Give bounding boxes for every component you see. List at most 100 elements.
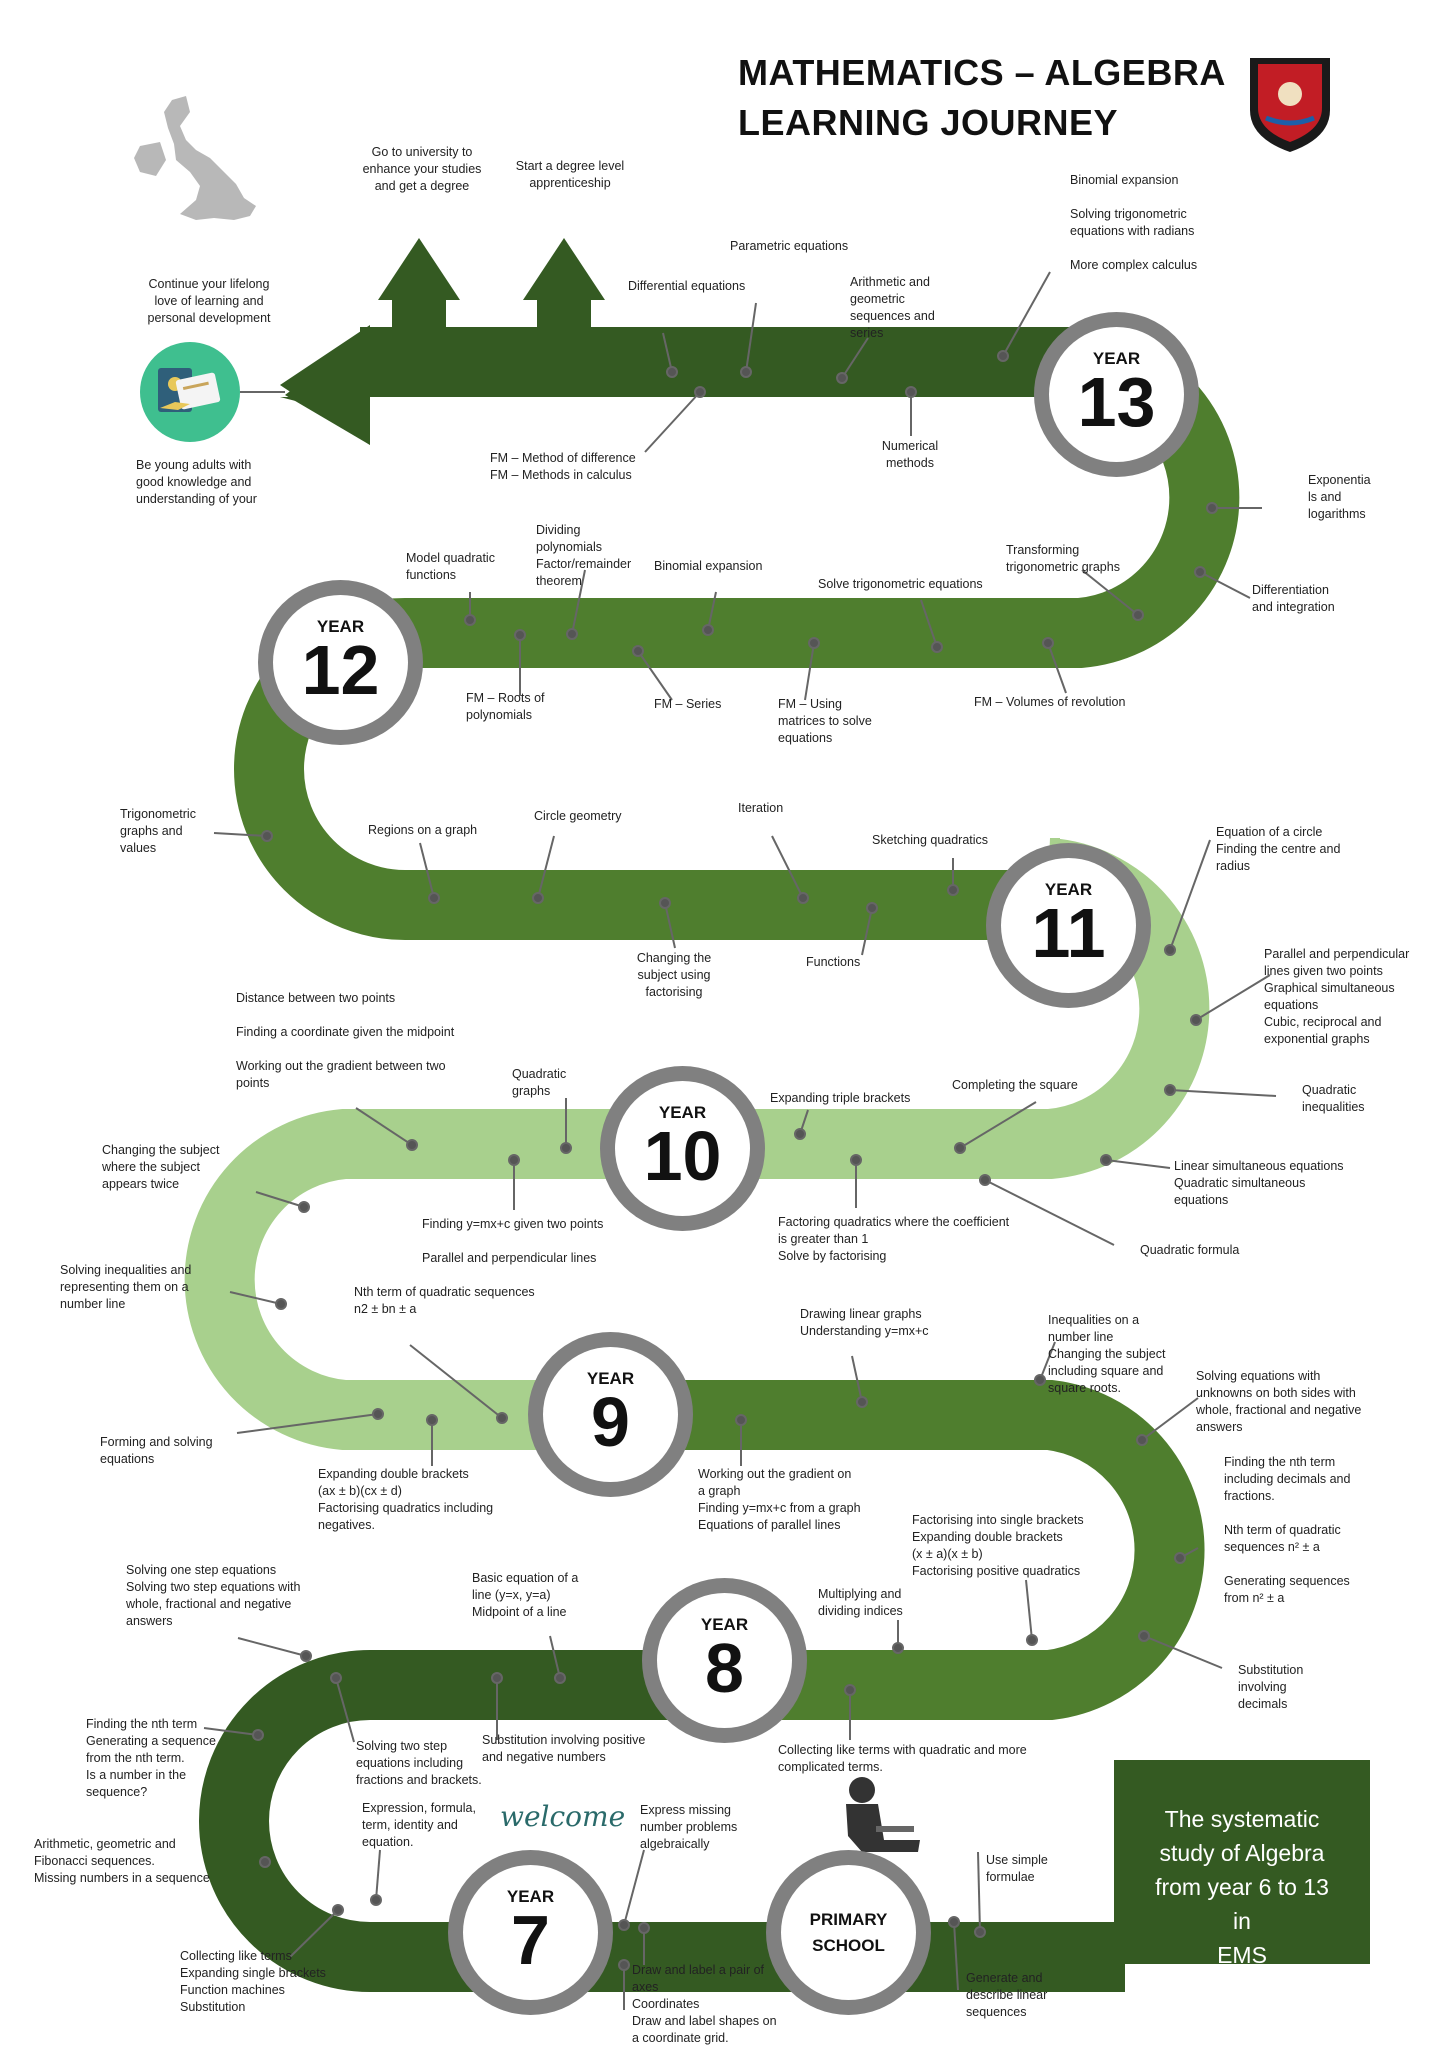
label-y12-binomial: Binomial expansion (654, 559, 763, 573)
summary-line-2: study of Algebra (1159, 1840, 1325, 1866)
label-y11-equation-circle: Equation of a circle Finding the centre … (1216, 825, 1341, 873)
label-y8-substitution-decimals: Substitution involving decimals (1238, 1663, 1304, 1711)
label-y8-two-step: Solving two step equations including fra… (356, 1739, 482, 1787)
label-y8-basic-line: Basic equation of a line (y=x, y=a) Midp… (472, 1571, 579, 1619)
label-y12-fm-matrices: FM – Using matrices to solve equations (778, 697, 872, 745)
label-lifelong: Continue your lifelong love of learning … (147, 277, 271, 325)
label-y13-fm-method: FM – Method of difference FM – Methods i… (490, 451, 636, 482)
student-reading-icon (846, 1777, 920, 1852)
label-young-adults: Be young adults with good knowledge and … (136, 458, 257, 506)
badge-number: 8 (705, 1629, 744, 1707)
arrow-head-left (280, 325, 370, 445)
label-y8-one-step: Solving one step equations Solving two s… (126, 1563, 301, 1628)
road-dark-green (199, 238, 1125, 1992)
welcome-script: welcome (500, 1800, 626, 1833)
badge-label: YEAR (700, 1615, 749, 1634)
leader-lines (203, 271, 1277, 2010)
label-y11-regions: Regions on a graph (368, 823, 478, 837)
label-y10-finding-y: Finding y=mx+c given two points Parallel… (422, 1217, 604, 1265)
badge-label: YEAR (1044, 880, 1093, 899)
label-y10-quadratic-graphs: Quadratic graphs (512, 1067, 567, 1098)
badge-number: 7 (511, 1901, 550, 1979)
label-y10-triple-brackets: Expanding triple brackets (770, 1091, 911, 1105)
label-y11-parallel-perp: Parallel and perpendicular lines given t… (1264, 947, 1410, 1046)
label-y11-changing-subject: Changing the subject using factorising (636, 951, 712, 999)
label-primary-linear-sequences: Generate and describe linear sequences (966, 1971, 1048, 2019)
label-y12-model-quadratic: Model quadratic functions (406, 551, 495, 582)
uk-map-icon (134, 96, 256, 220)
summary-line-5: EMS (1217, 1942, 1267, 1968)
label-y9-nth-decimals: Finding the nth term including decimals … (1224, 1455, 1351, 1605)
label-y11-sketching: Sketching quadratics (872, 833, 989, 847)
label-y13-parametric: Parametric equations (730, 239, 849, 253)
primary-school-badge: PRIMARY SCHOOL (766, 1850, 931, 2015)
label-y9-forming: Forming and solving equations (100, 1435, 213, 1466)
school-crest-icon (1250, 58, 1330, 152)
summary-line-1: The systematic (1164, 1806, 1320, 1832)
badge-label: YEAR (586, 1369, 635, 1388)
label-y9-drawing-linear: Drawing linear graphs Understanding y=mx… (800, 1307, 929, 1338)
badge-label: YEAR (316, 617, 365, 636)
badge-label: YEAR (1092, 349, 1141, 368)
badge-number: 11 (1031, 894, 1106, 972)
badge-number: 9 (591, 1383, 630, 1461)
badge-number: 12 (301, 631, 380, 709)
badge-label: YEAR (658, 1103, 707, 1122)
label-university: Go to university to enhance your studies… (362, 145, 482, 193)
label-y8-nth-term: Finding the nth term Generating a sequen… (86, 1717, 216, 1799)
label-y12-transforming: Transforming trigonometric graphs (1006, 543, 1120, 574)
primary-line-1: PRIMARY (809, 1910, 888, 1929)
label-y13-numerical: Numerical methods (881, 439, 939, 470)
label-y10-subject-twice: Changing the subject where the subject a… (102, 1143, 220, 1191)
title-line-2: LEARNING JOURNEY (738, 102, 1119, 143)
primary-line-2: SCHOOL (812, 1936, 885, 1955)
badge-number: 10 (643, 1117, 722, 1195)
label-y13-differential: Differential equations (628, 279, 746, 293)
label-y7-collecting: Collecting like terms Expanding single b… (180, 1949, 326, 2014)
summary-line-3: from year 6 to 13 (1155, 1874, 1329, 1900)
page-title: MATHEMATICS – ALGEBRA LEARNING JOURNEY (738, 48, 1226, 148)
label-y8-substitution-positive: Substitution involving positive and nega… (482, 1733, 646, 1764)
label-y13-diff-int: Differentiation and integration (1252, 583, 1335, 614)
label-y13-exponentials: Exponentia ls and logarithms (1308, 473, 1371, 521)
label-y11-quad-inequalities: Quadratic inequalities (1302, 1083, 1365, 1114)
label-y8-like-terms-quadratic: Collecting like terms with quadratic and… (778, 1743, 1027, 1774)
career-icon (140, 342, 240, 442)
label-primary-simple-formulae: Use simple formulae (986, 1853, 1048, 1884)
label-y12-dividing: Dividing polynomials Factor/remainder th… (536, 523, 632, 588)
label-y10-completing-square: Completing the square (952, 1078, 1078, 1092)
label-y11-functions: Functions (806, 955, 861, 969)
label-y7-expression: Expression, formula, term, identity and … (362, 1801, 476, 1849)
summary-line-4: in (1233, 1908, 1251, 1934)
label-y10-inequalities-line: Solving inequalities and representing th… (60, 1263, 192, 1311)
badge-label: YEAR (506, 1887, 555, 1906)
label-y12-solve-trig: Solve trigonometric equations (818, 577, 983, 591)
title-line-1: MATHEMATICS – ALGEBRA (738, 52, 1226, 93)
label-y11-quadratic-formula: Quadratic formula (1140, 1243, 1240, 1257)
label-y7-axes: Draw and label a pair of axes Coordinate… (632, 1963, 777, 2045)
label-y12-fm-series: FM – Series (654, 697, 722, 711)
summary-box: The systematic study of Algebra from yea… (1114, 1760, 1370, 1968)
label-y10-distance: Distance between two points Finding a co… (236, 991, 455, 1090)
label-y13-arithmetic: Arithmetic and geometric sequences and s… (850, 275, 935, 340)
label-y7-arithmetic-sequences: Arithmetic, geometric and Fibonacci sequ… (34, 1837, 210, 1885)
label-y7-express-missing: Express missing number problems algebrai… (640, 1803, 738, 1851)
label-y8-single-brackets: Factorising into single brackets Expandi… (912, 1513, 1084, 1578)
label-y9-nth-quadratic: Nth term of quadratic sequences n2 ± bn … (354, 1285, 535, 1316)
label-y13-binomial: Binomial expansion Solving trigonometric… (1070, 173, 1198, 272)
label-y10-factoring: Factoring quadratics where the coefficie… (778, 1215, 1010, 1263)
label-y9-unknowns-both-sides: Solving equations with unknowns on both … (1196, 1369, 1362, 1434)
label-y11-iteration: Iteration (738, 801, 784, 815)
label-y9-inequalities-subject: Inequalities on a number line Changing t… (1048, 1313, 1166, 1395)
label-y8-indices: Multiplying and dividing indices (818, 1587, 903, 1618)
label-y11-linear-simultaneous: Linear simultaneous equations Quadratic … (1174, 1159, 1344, 1207)
label-y9-double-brackets: Expanding double brackets (ax ± b)(cx ± … (318, 1467, 494, 1532)
